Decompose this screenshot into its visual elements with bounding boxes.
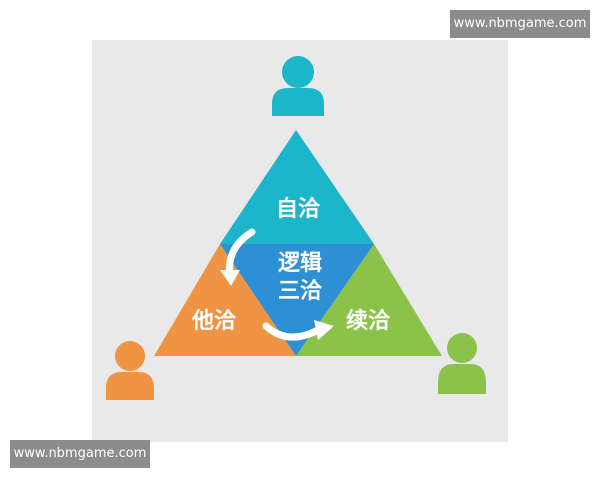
- cycle-arrow-icon: [220, 228, 256, 286]
- left-triangle: [154, 244, 296, 356]
- right-label: 续洽: [346, 308, 391, 334]
- center-label-line2: 三洽: [278, 278, 323, 304]
- right-triangle: [296, 244, 442, 356]
- top-label: 自洽: [276, 196, 321, 222]
- center-triangle: [220, 244, 374, 356]
- user-icon-top: [272, 56, 324, 116]
- cycle-arrow-icon: [262, 320, 334, 341]
- left-label: 他洽: [191, 308, 237, 334]
- user-icon-right: [438, 333, 486, 394]
- watermark-bottom: www.nbmgame.com: [10, 440, 150, 468]
- user-icon-left: [106, 341, 154, 400]
- top-triangle: [220, 130, 374, 244]
- watermark-top: www.nbmgame.com: [450, 10, 590, 38]
- center-label-line1: 逻辑: [278, 250, 322, 276]
